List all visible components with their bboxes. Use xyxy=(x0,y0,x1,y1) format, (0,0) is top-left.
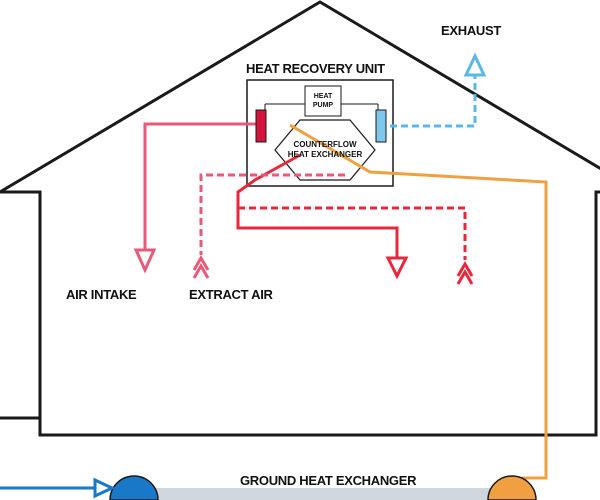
ground-inlet-arrow xyxy=(93,477,116,499)
heat-recovery-unit-label: HEAT RECOVERY UNIT xyxy=(246,61,385,76)
extract-air-arrow-left xyxy=(192,255,210,271)
extract-air-arrow-left-2 xyxy=(192,263,210,279)
heat-pump-box xyxy=(304,85,342,117)
roof xyxy=(0,0,600,194)
ground-heat-exchanger xyxy=(109,475,537,500)
air-intake-arrow xyxy=(133,248,157,274)
exhaust-line xyxy=(390,75,477,128)
heat-pump-label-line1: HEAT xyxy=(314,93,333,100)
supply-air-arrow xyxy=(385,256,409,280)
warm-side-element xyxy=(255,109,267,143)
counterflow-heat-exchanger-hexagon xyxy=(274,119,376,181)
exchanger-label-line1: COUNTERFLOW xyxy=(293,140,357,149)
heat-pump-label-line2: PUMP xyxy=(313,102,334,109)
extract-air-label: EXTRACT AIR xyxy=(189,287,274,302)
extract-air-line-right xyxy=(238,206,467,260)
air-intake-line xyxy=(143,122,258,250)
exhaust-label: EXHAUST xyxy=(441,23,501,38)
unit-internal-lines xyxy=(264,103,379,110)
exchanger-label-line2: HEAT EXCHANGER xyxy=(288,150,363,159)
ground-exchanger-blue-end xyxy=(109,475,159,500)
house-outline xyxy=(0,0,600,437)
extract-air-arrow-right-2 xyxy=(456,269,474,285)
ground-loop-line xyxy=(289,123,548,480)
exhaust-arrow xyxy=(463,52,487,77)
extract-air-line-left xyxy=(199,173,345,255)
ground-exchanger-orange-end xyxy=(487,475,537,500)
cold-side-element xyxy=(375,109,387,143)
eave-line xyxy=(0,190,600,437)
air-intake-label: AIR INTAKE xyxy=(66,287,137,302)
extract-air-arrow-right xyxy=(456,261,474,277)
ground-heat-exchanger-label: GROUND HEAT EXCHANGER xyxy=(240,473,417,488)
